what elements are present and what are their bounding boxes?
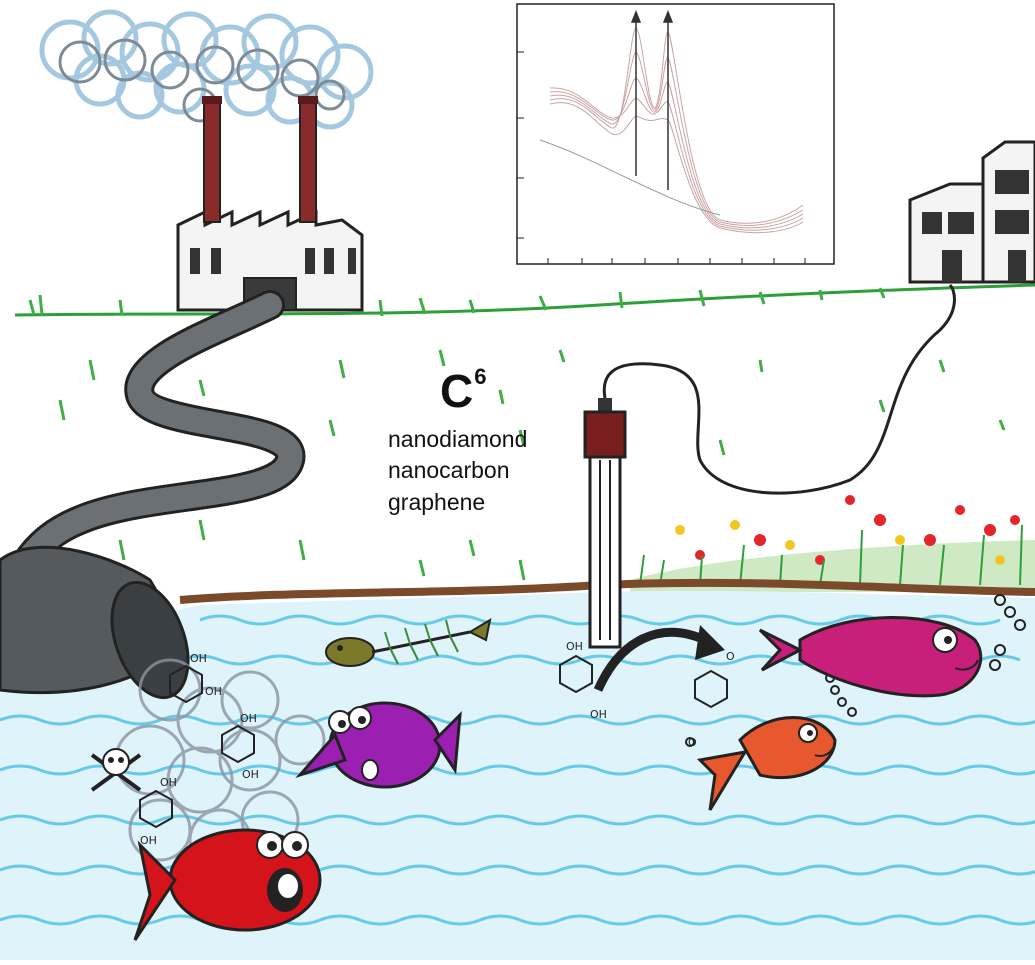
oh-label: OH (566, 640, 583, 653)
carbon-symbol: C (440, 365, 474, 417)
benzene-ring-icon (139, 654, 728, 829)
fish-skeleton-icon (325, 617, 492, 667)
oh-label: OH (240, 712, 257, 725)
skull-crossbones-icon (90, 748, 142, 792)
oh-label: OH (205, 685, 222, 698)
fish-icon (758, 616, 983, 698)
carbon-superscript: 6 (474, 364, 487, 389)
oh-label: OH (140, 834, 157, 847)
grass-line (14, 283, 1035, 581)
smokestack-icon (202, 96, 318, 223)
bubbles (685, 594, 1026, 747)
building-icon (908, 140, 1035, 284)
oh-label: OH (590, 708, 607, 721)
pipe-icon (0, 290, 306, 700)
electrode-icon (583, 283, 956, 649)
material-label-nanocarbon: nanocarbon (388, 457, 510, 483)
smoke-clouds (39, 9, 374, 130)
fish-icon (696, 716, 837, 811)
material-label-graphene: graphene (388, 489, 486, 515)
factory-icon (176, 96, 364, 312)
fish-icon (133, 828, 322, 941)
arrow-icon (593, 625, 725, 692)
material-label-nanodiamond: nanodiamond (388, 426, 528, 452)
oh-label: OH (242, 768, 259, 781)
fish-icon (295, 701, 462, 789)
oh-label: OH (190, 652, 207, 665)
o-label: O (726, 650, 735, 663)
voltammogram-inset (516, 3, 835, 265)
o-label: O (688, 736, 697, 749)
oh-label: OH (160, 776, 177, 789)
carbon-label: C6 (440, 365, 486, 417)
